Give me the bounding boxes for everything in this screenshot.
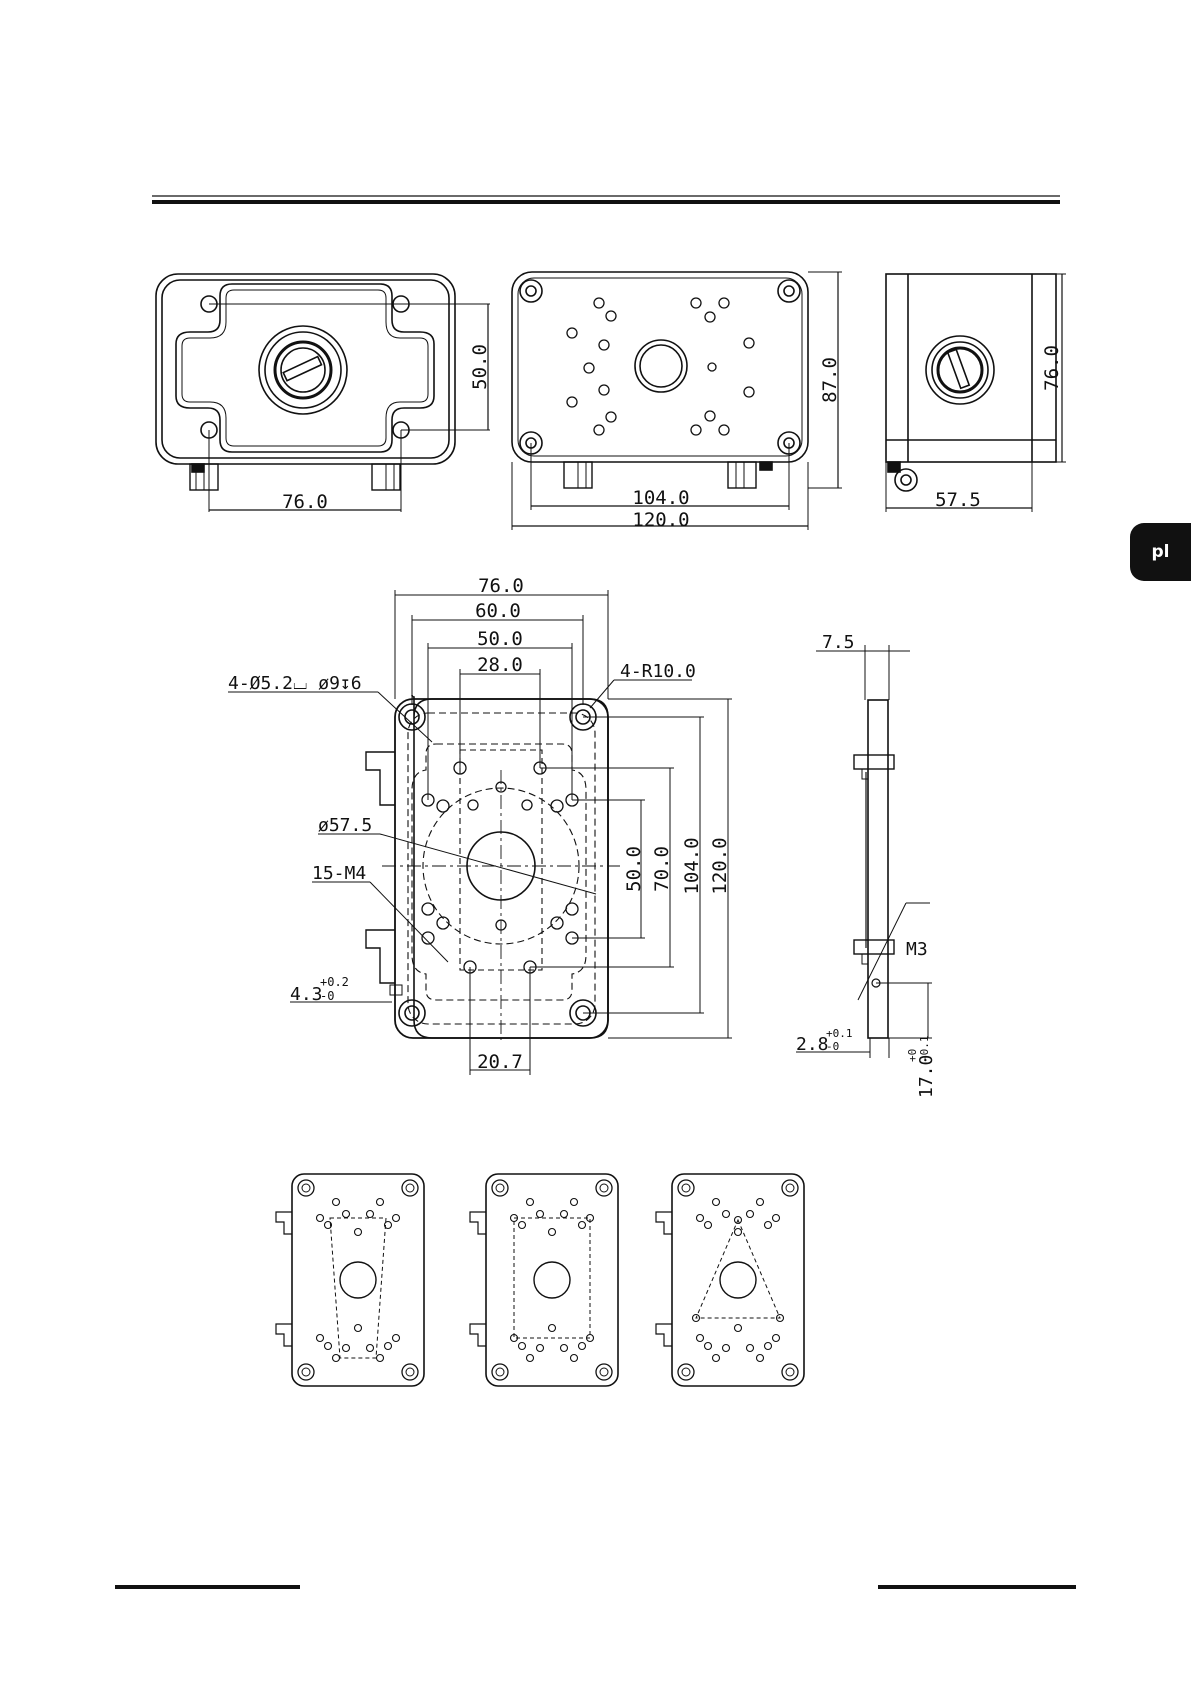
dim-main-28: 28.0 (477, 654, 523, 676)
pattern-triangle (656, 1174, 804, 1386)
top-right-view (886, 274, 1066, 512)
dim-side-7-5: 7.5 (822, 632, 855, 653)
language-tab[interactable]: pl (1130, 523, 1191, 581)
dim-tc-inner-width: 104.0 (632, 487, 689, 509)
mounting-pattern-views (276, 1174, 804, 1386)
top-left-view (156, 274, 490, 512)
slot-callout-lower: -0 (320, 989, 334, 1003)
thread-callout: 15-M4 (312, 863, 366, 884)
dim-main-20-7: 20.7 (477, 1051, 523, 1073)
dim-side-17-lower: -0.1 (918, 1036, 931, 1063)
dim-side-2-8-upper: +0.1 (826, 1027, 853, 1040)
dim-main-104: 104.0 (681, 837, 703, 894)
hole-callout: 4-Ø5.2⌴ ø9↧6 (228, 673, 362, 694)
dim-main-70: 70.0 (651, 846, 673, 892)
dim-tl-height: 50.0 (469, 344, 491, 390)
pattern-square (470, 1174, 618, 1386)
dim-tr-width: 57.5 (935, 489, 981, 511)
side-thread-callout: M3 (906, 939, 928, 960)
dim-tr-height: 76.0 (1041, 345, 1063, 391)
slot-callout-upper: +0.2 (320, 975, 349, 989)
dim-main-60: 60.0 (475, 600, 521, 622)
dim-tc-height: 87.0 (819, 357, 841, 403)
circle-callout: ø57.5 (318, 815, 372, 836)
slot-callout: 4.3 (290, 984, 323, 1005)
dim-main-50-side: 50.0 (623, 846, 645, 892)
dim-main-76: 76.0 (478, 575, 524, 597)
side-profile-view (796, 645, 932, 1058)
dim-tc-outer-width: 120.0 (632, 509, 689, 531)
dim-main-120: 120.0 (709, 837, 731, 894)
dim-tl-width: 76.0 (282, 491, 328, 513)
pattern-trapezoid (276, 1174, 424, 1386)
header-rule (152, 196, 1060, 202)
dim-side-2-8-lower: -0 (826, 1040, 839, 1053)
dim-side-2-8: 2.8 (796, 1034, 829, 1055)
radius-callout: 4-R10.0 (620, 661, 696, 682)
dim-main-50-top: 50.0 (477, 628, 523, 650)
